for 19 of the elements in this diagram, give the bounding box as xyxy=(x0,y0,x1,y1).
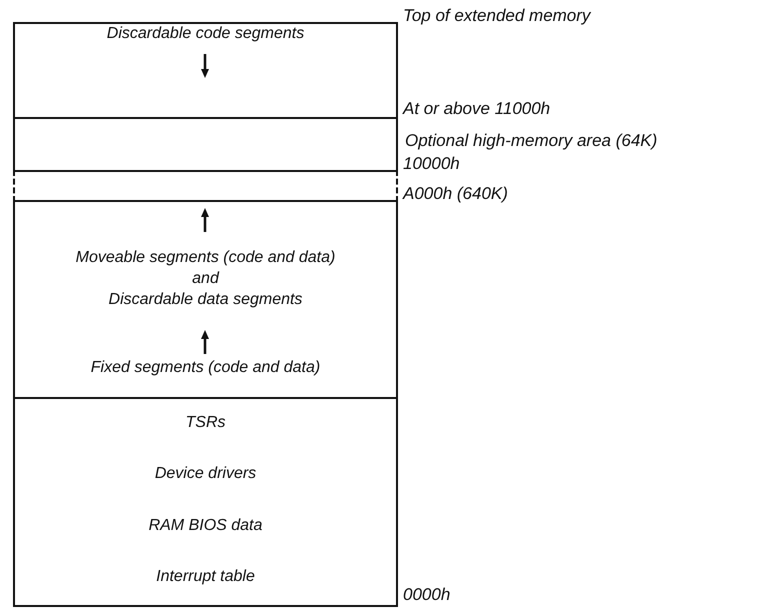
address-label: At or above 11000h xyxy=(403,99,550,119)
region-label: TSRs xyxy=(184,412,226,433)
address-label: 10000h xyxy=(403,154,460,174)
region-caption: Optional high-memory area (64K) xyxy=(405,131,658,151)
region-label: RAM BIOS data xyxy=(148,516,264,536)
region-label: Discardable code segments xyxy=(106,24,306,44)
memory-region-band xyxy=(13,397,398,607)
region-label: Interrupt table xyxy=(155,567,256,588)
memory-region-band xyxy=(13,200,398,399)
address-label: Top of extended memory xyxy=(403,6,590,26)
address-label: A000h (640K) xyxy=(403,184,508,204)
address-label: 0000h xyxy=(403,585,450,605)
region-label: Moveable segments (code and data) xyxy=(74,248,336,268)
region-label: Device drivers xyxy=(154,464,258,484)
region-label: Fixed segments (code and data) xyxy=(90,358,322,378)
memory-region-band xyxy=(13,22,398,119)
memory-region-band xyxy=(13,170,398,202)
region-label: and xyxy=(191,269,220,289)
region-label: Discardable data segments xyxy=(108,290,304,310)
